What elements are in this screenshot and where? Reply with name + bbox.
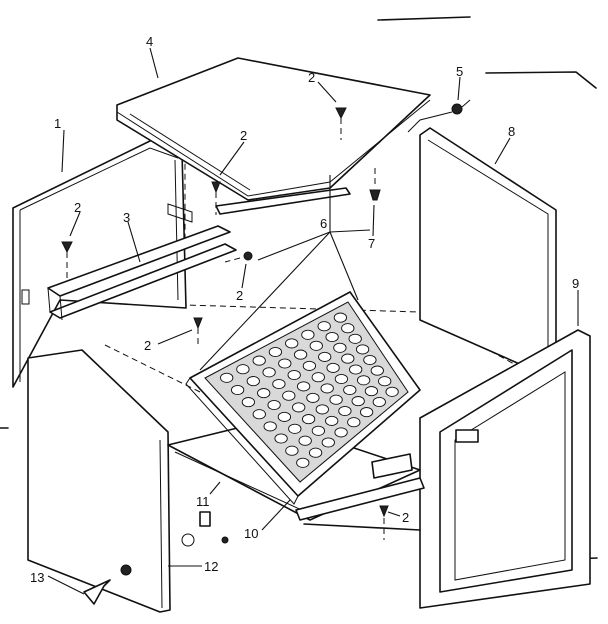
grille-hole	[285, 445, 299, 456]
grille-hole	[278, 358, 292, 369]
grille-hole	[329, 394, 343, 405]
grille-hole	[309, 340, 323, 351]
hardware	[61, 99, 471, 605]
label-2-bottom: 2	[402, 510, 409, 525]
grille-hole	[315, 404, 329, 415]
grille-hole	[364, 386, 379, 397]
grille-hole	[372, 396, 386, 408]
grille-hole	[320, 383, 334, 394]
grille-hole	[385, 386, 399, 397]
leader-lines	[47, 47, 579, 595]
label-2-left: 2	[74, 200, 81, 215]
grille-hole	[326, 362, 340, 373]
grille-hole	[325, 331, 339, 343]
grille-hole	[370, 365, 384, 376]
grille-hole	[262, 367, 276, 378]
label-2-lower: 2	[144, 338, 151, 353]
label-4: 4	[146, 34, 153, 49]
grille-hole	[292, 402, 306, 413]
label-2-mid: 2	[236, 288, 243, 303]
grille-hole	[308, 447, 323, 458]
grille-hole	[318, 351, 332, 362]
grille-hole	[252, 409, 266, 420]
label-7: 7	[368, 236, 375, 251]
grille-hole	[343, 384, 357, 396]
grille-hole	[311, 372, 325, 383]
grille-hole	[349, 364, 363, 375]
margin-line-top	[377, 16, 471, 21]
grille-hole	[277, 411, 292, 422]
grille-hole	[359, 407, 374, 418]
grille-hole	[267, 399, 281, 411]
label-1: 1	[54, 116, 61, 131]
grille-hole	[257, 388, 271, 399]
label-2-top: 2	[308, 70, 315, 85]
floor-dash-left	[104, 344, 201, 393]
grille-hole	[298, 435, 312, 446]
grille-hole	[325, 415, 339, 426]
grille-hole	[282, 390, 296, 401]
label-10: 10	[244, 526, 258, 541]
grille-hole	[338, 405, 352, 417]
label-11: 11	[196, 494, 210, 509]
grille-hole	[293, 349, 308, 360]
grille-hole	[317, 321, 331, 332]
label-13: 13	[30, 570, 44, 585]
grille-holes	[220, 312, 399, 468]
right-side-panel	[419, 127, 557, 381]
grille-hole	[252, 355, 266, 366]
grille-hole	[333, 342, 347, 353]
rear-rail	[47, 225, 237, 321]
grille-hole	[272, 378, 286, 390]
grille-hole	[363, 354, 377, 366]
grille-hole	[241, 397, 256, 408]
grille-hole	[355, 344, 370, 355]
grille-hole	[285, 338, 299, 349]
label-12: 12	[204, 559, 218, 574]
grille-hole	[301, 414, 316, 425]
grille-hole	[321, 437, 335, 448]
grille-hole	[311, 425, 326, 436]
label-3: 3	[123, 210, 130, 225]
part-labels: 1 4 2 5 8 2 2 3 6 7 2 2 9 11 10 2 12 13	[30, 34, 579, 585]
label-9: 9	[572, 276, 579, 291]
grille-hole	[287, 369, 301, 381]
grille-hole	[263, 421, 277, 432]
grille-hole	[378, 376, 392, 387]
grille-hole	[348, 333, 362, 344]
grille-hole	[334, 427, 348, 438]
margin-line-right	[485, 71, 597, 89]
top-front-rail	[215, 187, 351, 215]
grille-hole	[301, 329, 315, 340]
grille-hole	[220, 372, 234, 383]
grille-hole	[296, 457, 310, 468]
grille-hole	[356, 375, 371, 386]
grille-hole	[333, 312, 348, 323]
right-front-frame	[419, 329, 591, 609]
grille-hole	[347, 417, 361, 428]
front-left-panel	[27, 349, 171, 613]
grille-hole	[302, 360, 317, 371]
label-8: 8	[508, 124, 515, 139]
grille-hole	[246, 376, 260, 387]
grille-hole	[296, 381, 311, 392]
grille-hole	[274, 433, 288, 444]
grille-hole	[230, 384, 245, 396]
grille-hole	[351, 396, 365, 407]
grille-tray	[185, 291, 421, 505]
grille-hole	[341, 323, 355, 334]
label-2-upper: 2	[240, 128, 247, 143]
grille-hole	[236, 364, 250, 375]
grille-hole	[334, 373, 349, 385]
grille-hole	[268, 346, 283, 358]
label-6: 6	[320, 216, 327, 231]
grille-hole	[306, 392, 320, 403]
grille-hole	[288, 423, 302, 434]
label-5: 5	[456, 64, 463, 79]
left-side-panel	[12, 139, 193, 388]
grille-hole	[341, 353, 355, 364]
